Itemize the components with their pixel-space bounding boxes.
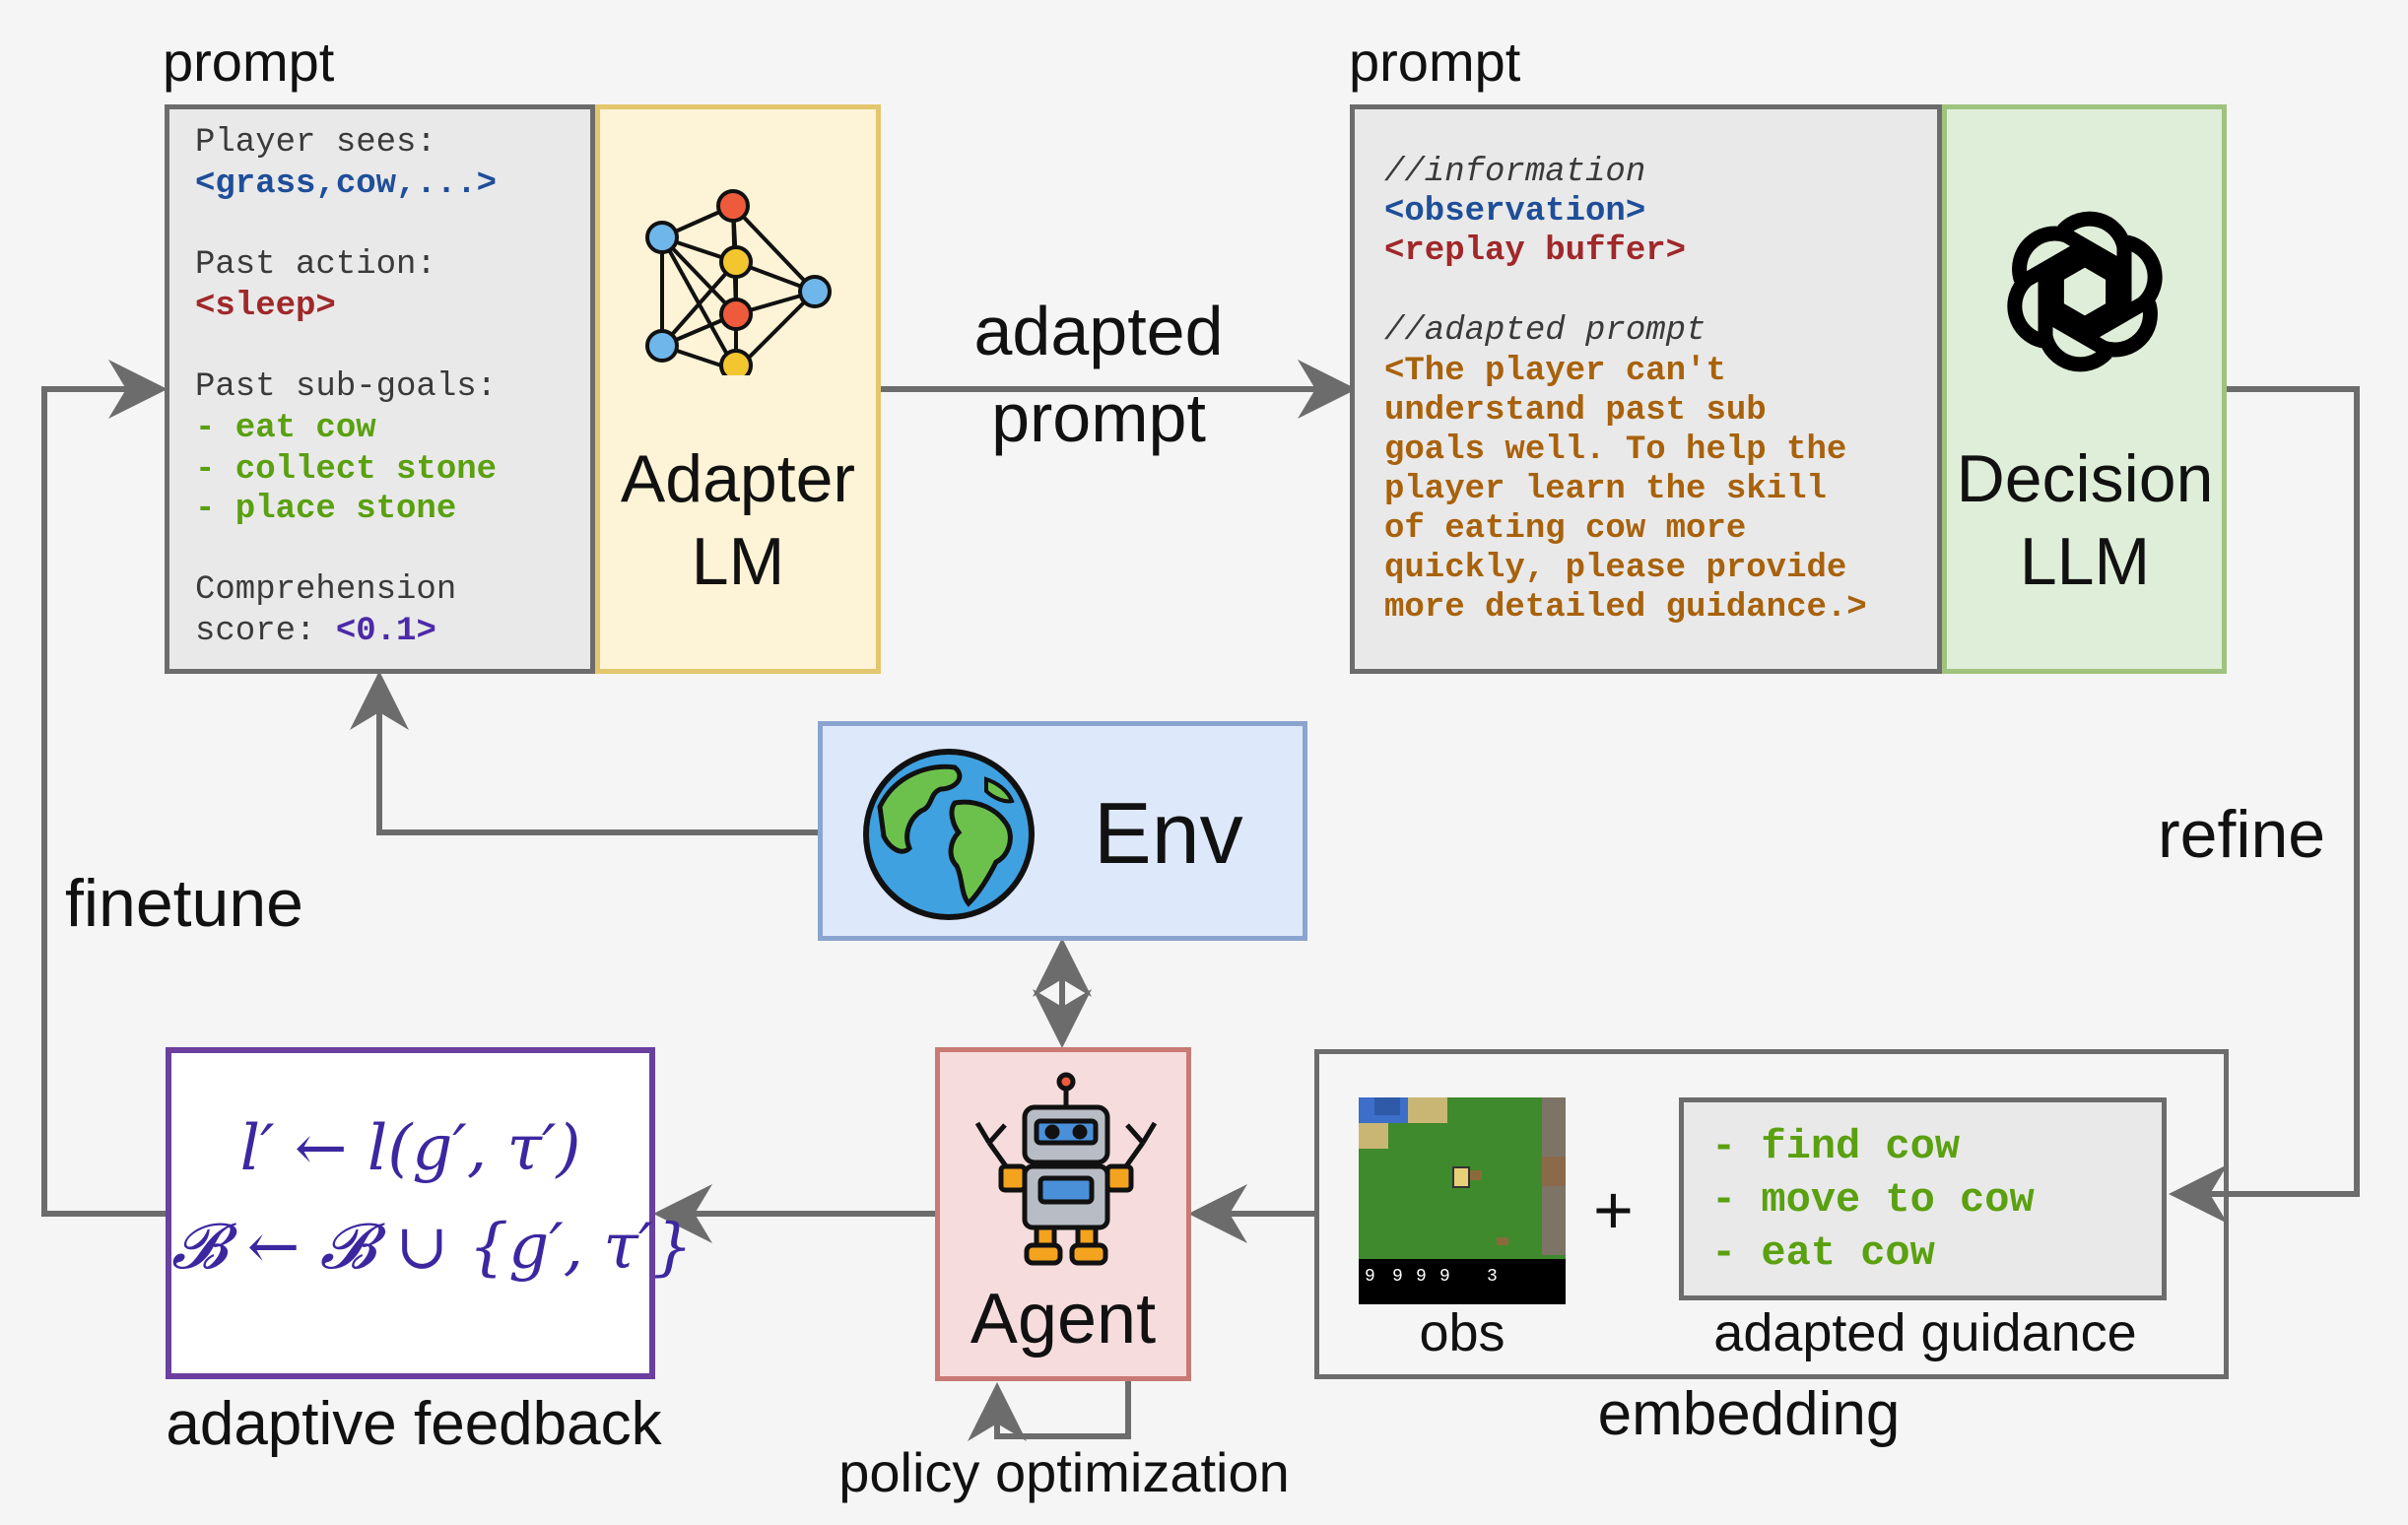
prompt-score-line: score: <0.1> xyxy=(195,612,436,651)
prompt-left-box: Player sees: <grass,cow,...> Past action… xyxy=(165,104,595,674)
neural-network-icon xyxy=(645,189,832,375)
prompt-text: //information xyxy=(1384,154,1646,191)
policy-optimization-label: policy optimization xyxy=(838,1441,1290,1503)
env-box: Env xyxy=(818,721,1307,941)
prompt-text: <replay buffer> xyxy=(1384,232,1687,270)
prompt-text: //adapted prompt xyxy=(1384,312,1706,350)
hud-value: 9 xyxy=(1392,1267,1403,1287)
prompt-text: of eating cow more xyxy=(1384,510,1747,548)
prompt-text: Past action: xyxy=(195,246,436,284)
obs-image: 9 9 9 9 3 xyxy=(1359,1097,1566,1304)
prompt-text: understand past sub xyxy=(1384,392,1767,430)
adapted-guidance-caption: adapted guidance xyxy=(1713,1303,2137,1362)
obs-hud: 9 9 9 9 3 xyxy=(1359,1259,1566,1304)
embedding-box: 9 9 9 9 3 obs + - find cow - move to cow… xyxy=(1314,1049,2229,1379)
prompt-text: goals well. To help the xyxy=(1384,431,1847,469)
prompt-text: Player sees: xyxy=(195,124,436,162)
adapter-label-line2: LM xyxy=(691,524,785,599)
adapted-prompt-label-line2: prompt xyxy=(991,379,1206,456)
prompt-text: - collect stone xyxy=(195,451,498,489)
guidance-item: - move to cow xyxy=(1711,1176,2035,1224)
prompt-text: more detailed guidance.> xyxy=(1384,589,1867,627)
openai-logo-icon xyxy=(2007,211,2163,372)
prompt-score-value: <0.1> xyxy=(335,613,436,650)
obs-sand-tile xyxy=(1408,1097,1447,1123)
globe-icon xyxy=(863,749,1035,920)
obs-cow xyxy=(1470,1170,1482,1180)
prompt-text: score: xyxy=(195,613,336,650)
arrow-finetune xyxy=(41,360,167,1217)
prompt-right-label: prompt xyxy=(1349,31,1521,93)
prompt-text: <sleep> xyxy=(195,288,336,325)
guidance-item: - find cow xyxy=(1711,1123,1961,1170)
prompt-text: <observation> xyxy=(1384,193,1646,231)
plus-sign: + xyxy=(1593,1171,1634,1248)
agent-box: Agent xyxy=(935,1047,1191,1381)
arrow-refine xyxy=(2169,386,2360,1224)
arrow-policy-optimization xyxy=(968,1381,1131,1441)
prompt-text: player learn the skill xyxy=(1384,471,1827,508)
decision-label-line2: LLM xyxy=(2019,524,2151,599)
decision-label-line1: Decision xyxy=(1956,441,2214,516)
refine-label: refine xyxy=(2158,797,2326,872)
decision-llm-box: Decision LLM xyxy=(1942,104,2227,674)
prompt-text: - eat cow xyxy=(195,410,376,447)
prompt-text: <grass,cow,...> xyxy=(195,166,498,203)
prompt-text: Comprehension xyxy=(195,571,457,609)
obs-tree-tile xyxy=(1542,1157,1566,1186)
adapted-prompt-label-line1: adapted xyxy=(973,293,1224,369)
prompt-left-label: prompt xyxy=(163,31,335,93)
finetune-label: finetune xyxy=(65,866,303,941)
prompt-right-box: //information <observation> <replay buff… xyxy=(1350,104,1942,674)
feedback-formula-2: 𝓑 ← 𝓑 ∪ {g′, τ′} xyxy=(171,1211,694,1284)
obs-sand-tile xyxy=(1359,1123,1388,1149)
obs-water-tile xyxy=(1374,1097,1400,1115)
prompt-text: - place stone xyxy=(195,491,457,528)
feedback-caption: adaptive feedback xyxy=(166,1390,662,1458)
hud-value: 9 xyxy=(1439,1267,1450,1287)
feedback-formula-1: l′ ← l(g′, τ′) xyxy=(239,1112,581,1185)
hud-value: 3 xyxy=(1487,1267,1498,1287)
robot-icon xyxy=(974,1072,1158,1266)
obs-cow xyxy=(1497,1237,1508,1245)
adapter-label-line1: Adapter xyxy=(620,441,856,516)
adapted-guidance-box: - find cow - move to cow - eat cow xyxy=(1679,1097,2167,1300)
prompt-text: Past sub-goals: xyxy=(195,368,498,406)
guidance-item: - eat cow xyxy=(1711,1229,1935,1277)
arrow-env-to-adapter xyxy=(350,671,818,835)
obs-player xyxy=(1452,1166,1470,1188)
env-label: Env xyxy=(1094,784,1243,882)
obs-label: obs xyxy=(1419,1303,1505,1362)
embedding-caption: embedding xyxy=(1597,1380,1901,1448)
prompt-text: <The player can't xyxy=(1384,353,1726,390)
hud-value: 9 xyxy=(1365,1267,1375,1287)
agent-label: Agent xyxy=(970,1280,1157,1359)
feedback-box: l′ ← l(g′, τ′) 𝓑 ← 𝓑 ∪ {g′, τ′} xyxy=(166,1047,694,1379)
adapter-lm-box: Adapter LM xyxy=(595,104,881,674)
prompt-text: quickly, please provide xyxy=(1384,550,1847,587)
hud-value: 9 xyxy=(1416,1267,1427,1287)
